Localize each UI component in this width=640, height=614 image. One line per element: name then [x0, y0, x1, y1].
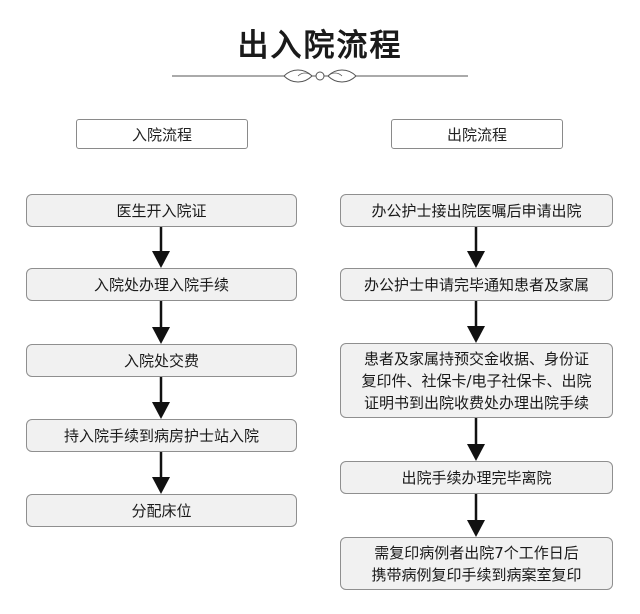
- admission-arrow-2: [152, 301, 170, 344]
- discharge-step-3: 患者及家属持预交金收据、身份证 复印件、社保卡/电子社保卡、出院 证明书到出院收…: [340, 343, 613, 418]
- admission-step-5: 分配床位: [26, 494, 297, 527]
- discharge-step-3-line-3: 证明书到出院收费处办理出院手续: [363, 393, 589, 412]
- admission-step-3: 入院处交费: [26, 344, 297, 377]
- admission-arrow-1: [152, 227, 170, 268]
- discharge-step-2: 办公护士申请完毕通知患者及家属: [340, 268, 613, 301]
- admission-step-2: 入院处办理入院手续: [26, 268, 297, 301]
- admission-arrow-3: [152, 377, 170, 419]
- discharge-step-1: 办公护士接出院医嘱后申请出院: [340, 194, 613, 227]
- admission-step-1: 医生开入院证: [26, 194, 297, 227]
- discharge-step-2-line-1: 办公护士申请完毕通知患者及家属: [363, 275, 589, 294]
- discharge-step-1-line-1: 办公护士接出院医嘱后申请出院: [371, 201, 582, 220]
- discharge-step-5-line-2: 携带病例复印手续到病案室复印: [371, 565, 582, 584]
- admission-step-4: 持入院手续到病房护士站入院: [26, 419, 297, 452]
- discharge-header: 出院流程: [391, 119, 563, 149]
- discharge-step-5: 需复印病例者出院7个工作日后 携带病例复印手续到病案室复印: [340, 537, 613, 590]
- discharge-step-3-line-2: 复印件、社保卡/电子社保卡、出院: [361, 371, 592, 390]
- admission-arrow-4: [152, 452, 170, 494]
- title-divider-ornament: [172, 69, 468, 83]
- admission-header: 入院流程: [76, 119, 248, 149]
- discharge-arrow-4: [467, 494, 485, 537]
- discharge-step-4-line-1: 出院手续办理完毕离院: [401, 468, 552, 487]
- discharge-step-3-line-1: 患者及家属持预交金收据、身份证: [363, 349, 589, 368]
- discharge-arrow-3: [467, 418, 485, 461]
- discharge-step-5-line-1: 需复印病例者出院7个工作日后: [374, 543, 579, 562]
- discharge-arrow-1: [467, 227, 485, 268]
- discharge-step-4: 出院手续办理完毕离院: [340, 461, 613, 494]
- discharge-arrow-2: [467, 301, 485, 343]
- page-title: 出入院流程: [237, 28, 403, 64]
